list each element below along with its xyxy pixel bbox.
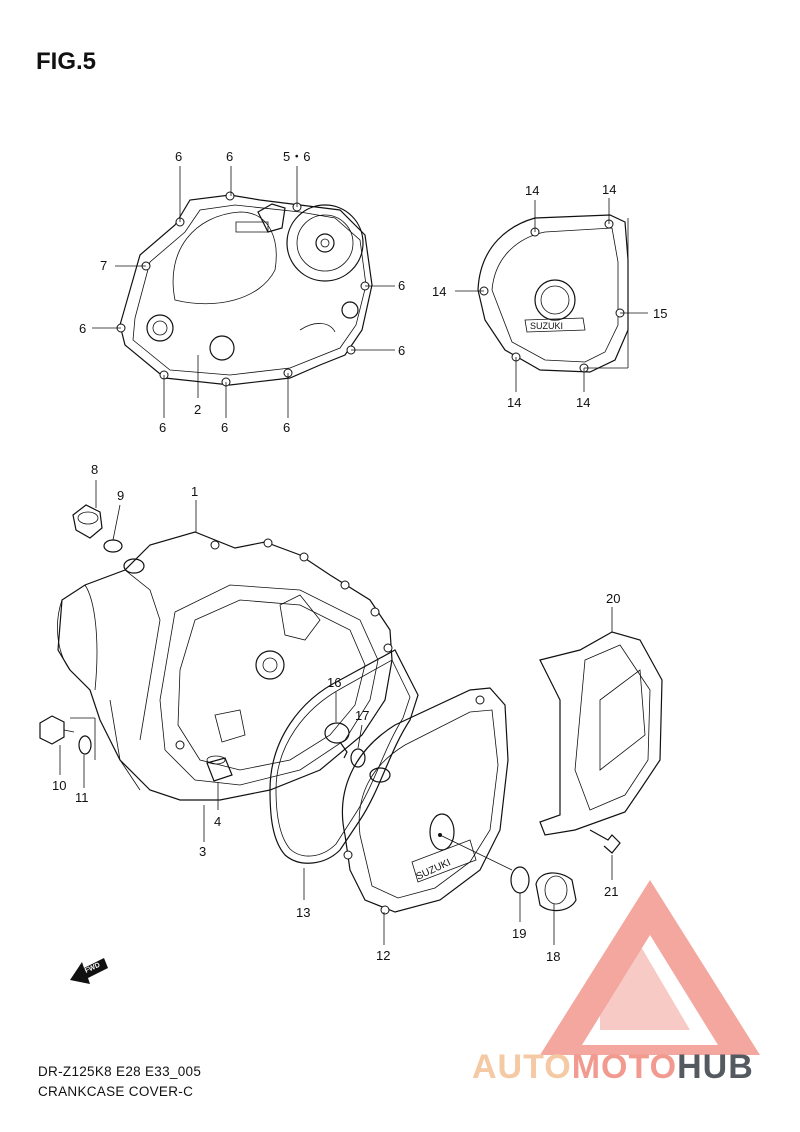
callout-6: 6	[398, 343, 405, 358]
figure-title: FIG.5	[36, 48, 97, 75]
callout-14: 14	[507, 395, 521, 410]
cover-gasket	[269, 649, 419, 864]
magneto-cover-outer-view: SUZUKI	[477, 214, 629, 373]
o-ring-19	[510, 866, 530, 894]
o-ring-9	[103, 539, 123, 553]
sprocket-cover	[539, 631, 663, 836]
callout-6: 6	[159, 420, 166, 435]
inner-cover-view	[116, 191, 373, 387]
svg-text:SUZUKI: SUZUKI	[530, 321, 563, 331]
callout-6: 6	[221, 420, 228, 435]
gasket-washer-11	[78, 735, 92, 755]
callout-14: 14	[525, 183, 539, 198]
callout-9: 9	[117, 488, 124, 503]
callout-6: 6	[79, 321, 86, 336]
callout-6: 6	[226, 149, 233, 164]
callout-18: 18	[546, 949, 560, 964]
callout-10: 10	[52, 778, 66, 793]
timing-plug	[324, 722, 350, 759]
callout-20: 20	[606, 591, 620, 606]
callout-6: 6	[283, 420, 290, 435]
callout-21: 21	[604, 884, 618, 899]
callout-16: 16	[327, 675, 341, 690]
watermark-text: AUTOMOTOHUB	[472, 1048, 754, 1087]
callout-6: 6	[175, 149, 182, 164]
o-ring-17	[350, 748, 366, 768]
inspection-cap	[535, 872, 577, 912]
callout-17: 17	[355, 708, 369, 723]
oil-filler-plug	[72, 504, 103, 539]
leader-lines	[59, 166, 648, 945]
fwd-arrow-icon: FWD	[70, 958, 108, 984]
callout-8: 8	[91, 462, 98, 477]
section-name: CRANKCASE COVER-C	[38, 1084, 194, 1099]
watermark-part-1: AUTO	[472, 1048, 572, 1086]
callout-3: 3	[199, 844, 206, 859]
callout-13: 13	[296, 905, 310, 920]
callout-7: 7	[100, 258, 107, 273]
callout-14: 14	[432, 284, 446, 299]
callout-11: 11	[75, 790, 89, 805]
callout-6: 6	[398, 278, 405, 293]
sprocket-cover-bolt	[589, 829, 621, 854]
callout-12: 12	[376, 948, 390, 963]
triangle-logo-icon	[540, 880, 760, 1055]
dowel-pin	[206, 755, 233, 782]
callout-19: 19	[512, 926, 526, 941]
callout-2: 2	[194, 402, 201, 417]
drain-bolt	[39, 715, 75, 745]
callout-14: 14	[576, 395, 590, 410]
watermark-part-2: MOTO	[571, 1048, 678, 1086]
callout-14: 14	[602, 182, 616, 197]
model-code: DR-Z125K8 E28 E33_005	[38, 1064, 202, 1079]
callout-labels: 6 6 5・6 7 6 6 6 2 6 6 6 14 14 14 15 14 1…	[52, 149, 667, 964]
watermark-part-3: HUB	[677, 1048, 754, 1086]
crankcase-cover-main	[57, 531, 393, 801]
callout-5-6: 5・6	[283, 149, 310, 164]
callout-4: 4	[214, 814, 221, 829]
callout-1: 1	[191, 484, 198, 499]
callout-15: 15	[653, 306, 667, 321]
